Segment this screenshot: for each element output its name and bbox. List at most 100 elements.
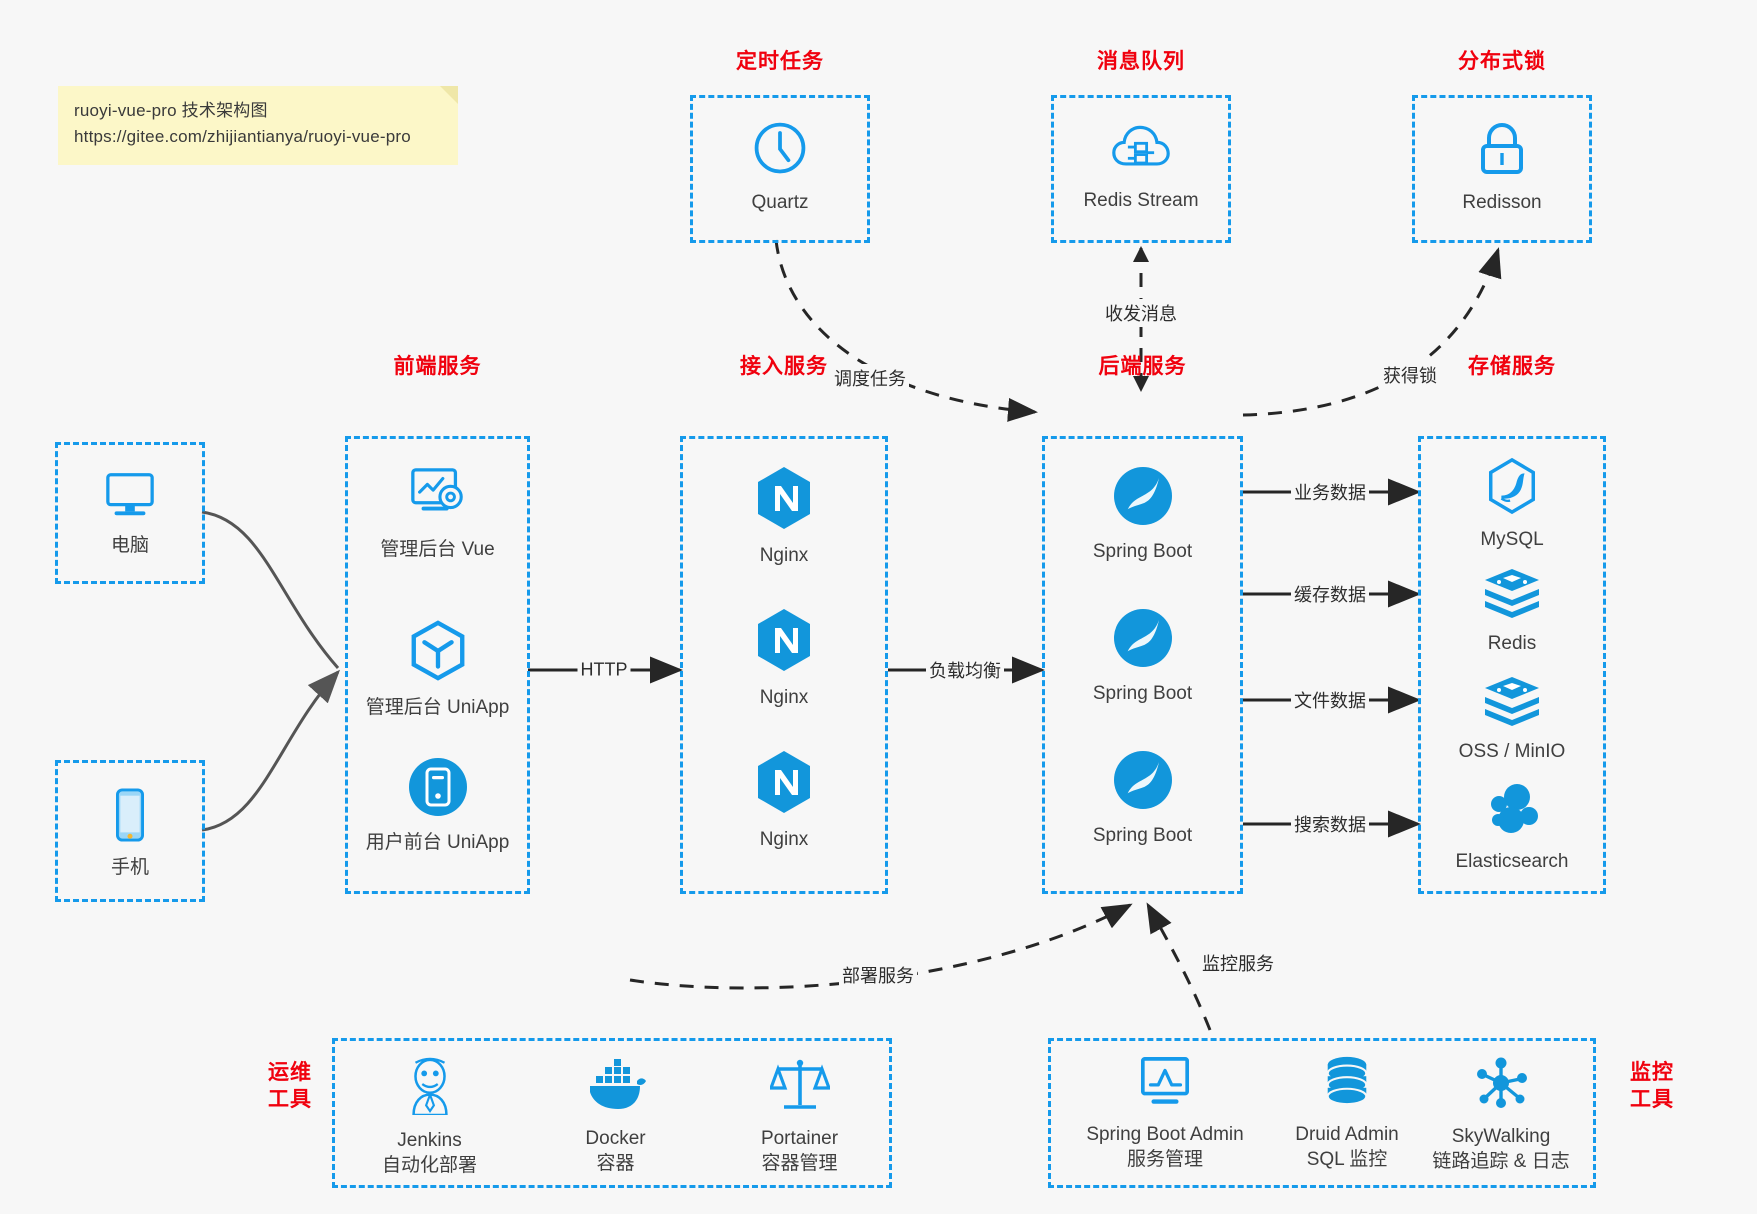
mysql-dolphin-icon — [1421, 457, 1603, 520]
spring-boot-icon — [1045, 607, 1240, 674]
node-label: OSS / MinIO — [1458, 741, 1566, 762]
group-title-backend: 后端服务 — [1098, 355, 1187, 378]
node-quartz[interactable]: Quartz — [693, 118, 867, 216]
note-url: https://gitee.com/zhijiantianya/ruoyi-vu… — [74, 127, 411, 147]
edge-label-deploy-service: 部署服务 — [839, 961, 917, 989]
node-spring-boot-admin[interactable]: Spring Boot Admin 服务管理 — [1065, 1055, 1265, 1172]
group-title-storage: 存储服务 — [1468, 355, 1556, 378]
node-label: Druid Admin — [1295, 1124, 1399, 1145]
node-spring-boot-1[interactable]: Spring Boot — [1045, 465, 1240, 565]
scales-balance-icon — [717, 1055, 882, 1118]
group-box-client-mobile: 手机 — [55, 760, 205, 902]
node-label: Quartz — [751, 192, 809, 213]
desktop-monitor-icon — [58, 469, 202, 526]
node-spring-boot-3[interactable]: Spring Boot — [1045, 749, 1240, 849]
group-title-devops-line2: 工具 — [268, 1087, 312, 1111]
node-label: Spring Boot — [1092, 683, 1193, 704]
node-admin-vue[interactable]: 管理后台 Vue — [348, 465, 527, 563]
node-label: Portainer — [760, 1128, 839, 1149]
node-label: Redis Stream — [1083, 190, 1199, 211]
group-box-distributed-lock: Redisson — [1412, 95, 1592, 243]
group-box-frontend: 管理后台 Vue 管理后台 UniApp — [345, 436, 530, 894]
node-docker[interactable]: Docker 容器 — [533, 1059, 698, 1176]
node-label: Nginx — [759, 687, 809, 708]
group-box-gateway: Nginx Nginx Nginx — [680, 436, 888, 894]
group-title-frontend: 前端服务 — [393, 355, 482, 378]
node-oss-minio[interactable]: OSS / MinIO — [1421, 675, 1603, 765]
node-label: Spring Boot Admin — [1086, 1124, 1244, 1145]
node-druid-admin[interactable]: Druid Admin SQL 监控 — [1247, 1055, 1447, 1172]
group-title-monitoring-line2: 工具 — [1630, 1087, 1674, 1111]
edge-label-file-data: 文件数据 — [1291, 686, 1369, 714]
node-spring-boot-2[interactable]: Spring Boot — [1045, 607, 1240, 707]
spring-boot-icon — [1045, 465, 1240, 532]
node-label: SkyWalking — [1451, 1126, 1551, 1147]
edge-label-http: HTTP — [577, 658, 631, 682]
node-portainer[interactable]: Portainer 容器管理 — [717, 1055, 882, 1176]
lock-icon — [1415, 120, 1589, 183]
node-label: Docker — [585, 1128, 646, 1149]
node-mysql[interactable]: MySQL — [1421, 457, 1603, 553]
edge-label-acquire-lock: 获得锁 — [1380, 361, 1440, 389]
node-admin-uniapp[interactable]: 管理后台 UniApp — [348, 619, 527, 721]
group-title-devops-line1: 运维 — [268, 1061, 312, 1084]
elasticsearch-icon — [1421, 783, 1603, 842]
node-label: Redis — [1487, 633, 1537, 654]
dashboard-settings-icon — [348, 465, 527, 530]
node-label: 手机 — [110, 857, 149, 878]
node-jenkins[interactable]: Jenkins 自动化部署 — [347, 1055, 512, 1178]
edge-label-cache-data: 缓存数据 — [1291, 580, 1369, 608]
node-sublabel: 自动化部署 — [381, 1155, 477, 1177]
edge-label-load-balance: 负载均衡 — [926, 656, 1004, 684]
node-label: Elasticsearch — [1455, 851, 1569, 872]
node-redisson[interactable]: Redisson — [1415, 120, 1589, 216]
node-skywalking[interactable]: SkyWalking 链路追踪 & 日志 — [1401, 1055, 1601, 1174]
node-label: 电脑 — [110, 535, 149, 556]
node-label: Jenkins — [397, 1130, 462, 1151]
node-sublabel: 容器 — [596, 1153, 635, 1175]
group-box-monitoring: Spring Boot Admin 服务管理 Druid Admin SQL 监… — [1048, 1038, 1596, 1188]
redis-stack-icon — [1421, 675, 1603, 732]
node-redis[interactable]: Redis — [1421, 567, 1603, 657]
group-title-scheduled-task: 定时任务 — [736, 50, 824, 73]
node-nginx-1[interactable]: Nginx — [683, 465, 885, 569]
node-label: Nginx — [759, 545, 809, 566]
group-title-gateway: 接入服务 — [740, 355, 828, 378]
node-sublabel: 服务管理 — [1126, 1149, 1203, 1171]
group-title-devops: 运维 工具 — [250, 1060, 330, 1114]
node-user-uniapp[interactable]: 用户前台 UniApp — [348, 756, 527, 856]
edge-label-business-data: 业务数据 — [1291, 478, 1369, 506]
node-nginx-3[interactable]: Nginx — [683, 749, 885, 853]
docker-whale-icon — [533, 1059, 698, 1118]
node-label: Spring Boot — [1092, 825, 1193, 846]
jenkins-butler-icon — [347, 1055, 512, 1120]
diagram-note: ruoyi-vue-pro 技术架构图 https://gitee.com/zh… — [58, 86, 458, 165]
node-redis-stream[interactable]: Redis Stream — [1054, 120, 1228, 214]
nginx-icon — [683, 749, 885, 820]
group-box-devops: Jenkins 自动化部署 Docker 容器 — [332, 1038, 892, 1188]
group-title-message-queue: 消息队列 — [1097, 50, 1185, 73]
node-label: MySQL — [1480, 529, 1544, 550]
node-label: Nginx — [759, 829, 809, 850]
nginx-icon — [683, 607, 885, 678]
node-desktop[interactable]: 电脑 — [58, 469, 202, 559]
group-title-monitoring-line1: 监控 — [1630, 1061, 1674, 1084]
group-box-message-queue: Redis Stream — [1051, 95, 1231, 243]
database-cylinder-icon — [1247, 1055, 1447, 1114]
edge-label-send-receive-message: 收发消息 — [1102, 299, 1180, 327]
group-box-client-desktop: 电脑 — [55, 442, 205, 584]
node-label: Spring Boot — [1092, 541, 1193, 562]
group-box-storage: MySQL Redis — [1418, 436, 1606, 894]
cube-hexagon-icon — [348, 619, 527, 688]
monitor-chart-icon — [1065, 1055, 1265, 1114]
node-elasticsearch[interactable]: Elasticsearch — [1421, 783, 1603, 875]
edge-label-schedule-task: 调度任务 — [831, 364, 909, 392]
group-box-backend: Spring Boot Spring Boot Spring Boot — [1042, 436, 1243, 894]
node-sublabel: 链路追踪 & 日志 — [1432, 1151, 1570, 1173]
node-mobile[interactable]: 手机 — [58, 787, 202, 881]
clock-icon — [693, 118, 867, 183]
note-fold-corner — [440, 86, 458, 104]
node-nginx-2[interactable]: Nginx — [683, 607, 885, 711]
node-label: 管理后台 UniApp — [365, 697, 510, 718]
